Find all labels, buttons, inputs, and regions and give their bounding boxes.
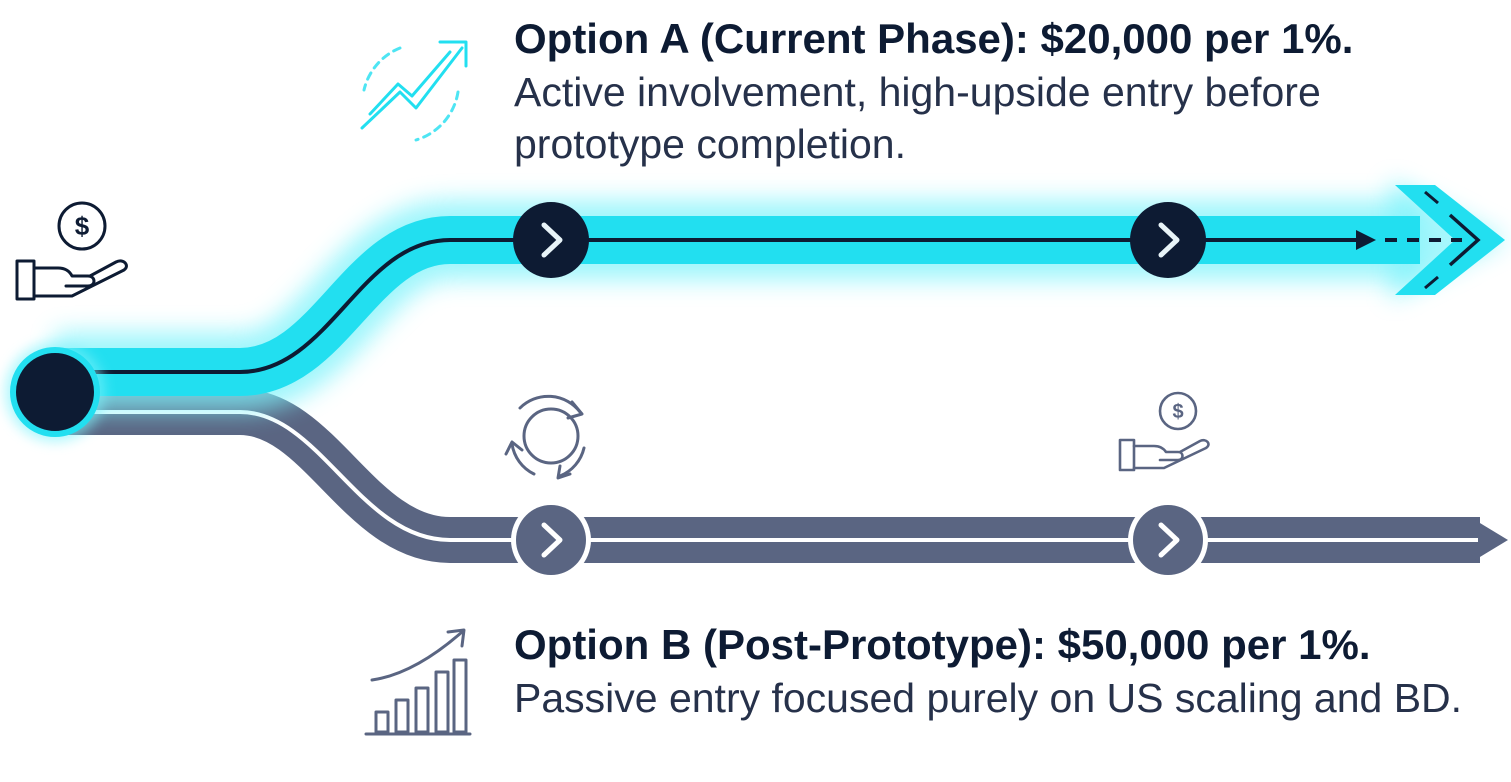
path-b-node-1 bbox=[511, 500, 591, 580]
path-a-node-2 bbox=[1130, 202, 1206, 278]
path-a-node-1 bbox=[513, 202, 589, 278]
path-a-arrowhead-glow bbox=[1390, 180, 1508, 300]
path-b bbox=[55, 389, 1508, 563]
svg-text:$: $ bbox=[75, 211, 90, 241]
cycle-arrows-icon bbox=[504, 394, 586, 480]
path-b-arrowhead bbox=[1470, 517, 1508, 563]
option-a-title: Option A (Current Phase): $20,000 per 1%… bbox=[514, 15, 1354, 62]
option-b-description: Passive entry focused purely on US scali… bbox=[514, 675, 1463, 721]
option-b-title: Option B (Post-Prototype): $50,000 per 1… bbox=[514, 621, 1371, 668]
path-b-node-2 bbox=[1128, 500, 1208, 580]
hand-dollar-icon: $ bbox=[1118, 391, 1210, 472]
chevron-right-icon bbox=[1158, 222, 1180, 258]
hand-dollar-icon: $ bbox=[15, 201, 128, 301]
path-a-tick-bottom bbox=[1424, 275, 1439, 290]
path-a-arrowhead bbox=[1395, 185, 1505, 295]
path-a-track bbox=[55, 216, 1420, 396]
path-a-center-line bbox=[60, 238, 1360, 374]
path-a-center-arrowhead bbox=[1356, 230, 1376, 250]
path-a bbox=[55, 180, 1508, 412]
option-a-description: Active involvement, high-upside entry be… bbox=[514, 69, 1321, 167]
path-b-center-line bbox=[60, 410, 1478, 542]
trending-up-icon bbox=[360, 40, 468, 142]
path-a-tick-top bbox=[1424, 190, 1439, 205]
chevron-right-icon bbox=[541, 522, 563, 558]
svg-text:$: $ bbox=[1172, 401, 1183, 423]
path-a-chevron-tip bbox=[1448, 213, 1481, 267]
chevron-right-icon bbox=[541, 222, 563, 258]
start-node bbox=[5, 342, 105, 442]
path-b-track bbox=[55, 389, 1480, 563]
bar-chart-growth-icon bbox=[364, 628, 472, 736]
chevron-right-icon bbox=[1158, 522, 1180, 558]
